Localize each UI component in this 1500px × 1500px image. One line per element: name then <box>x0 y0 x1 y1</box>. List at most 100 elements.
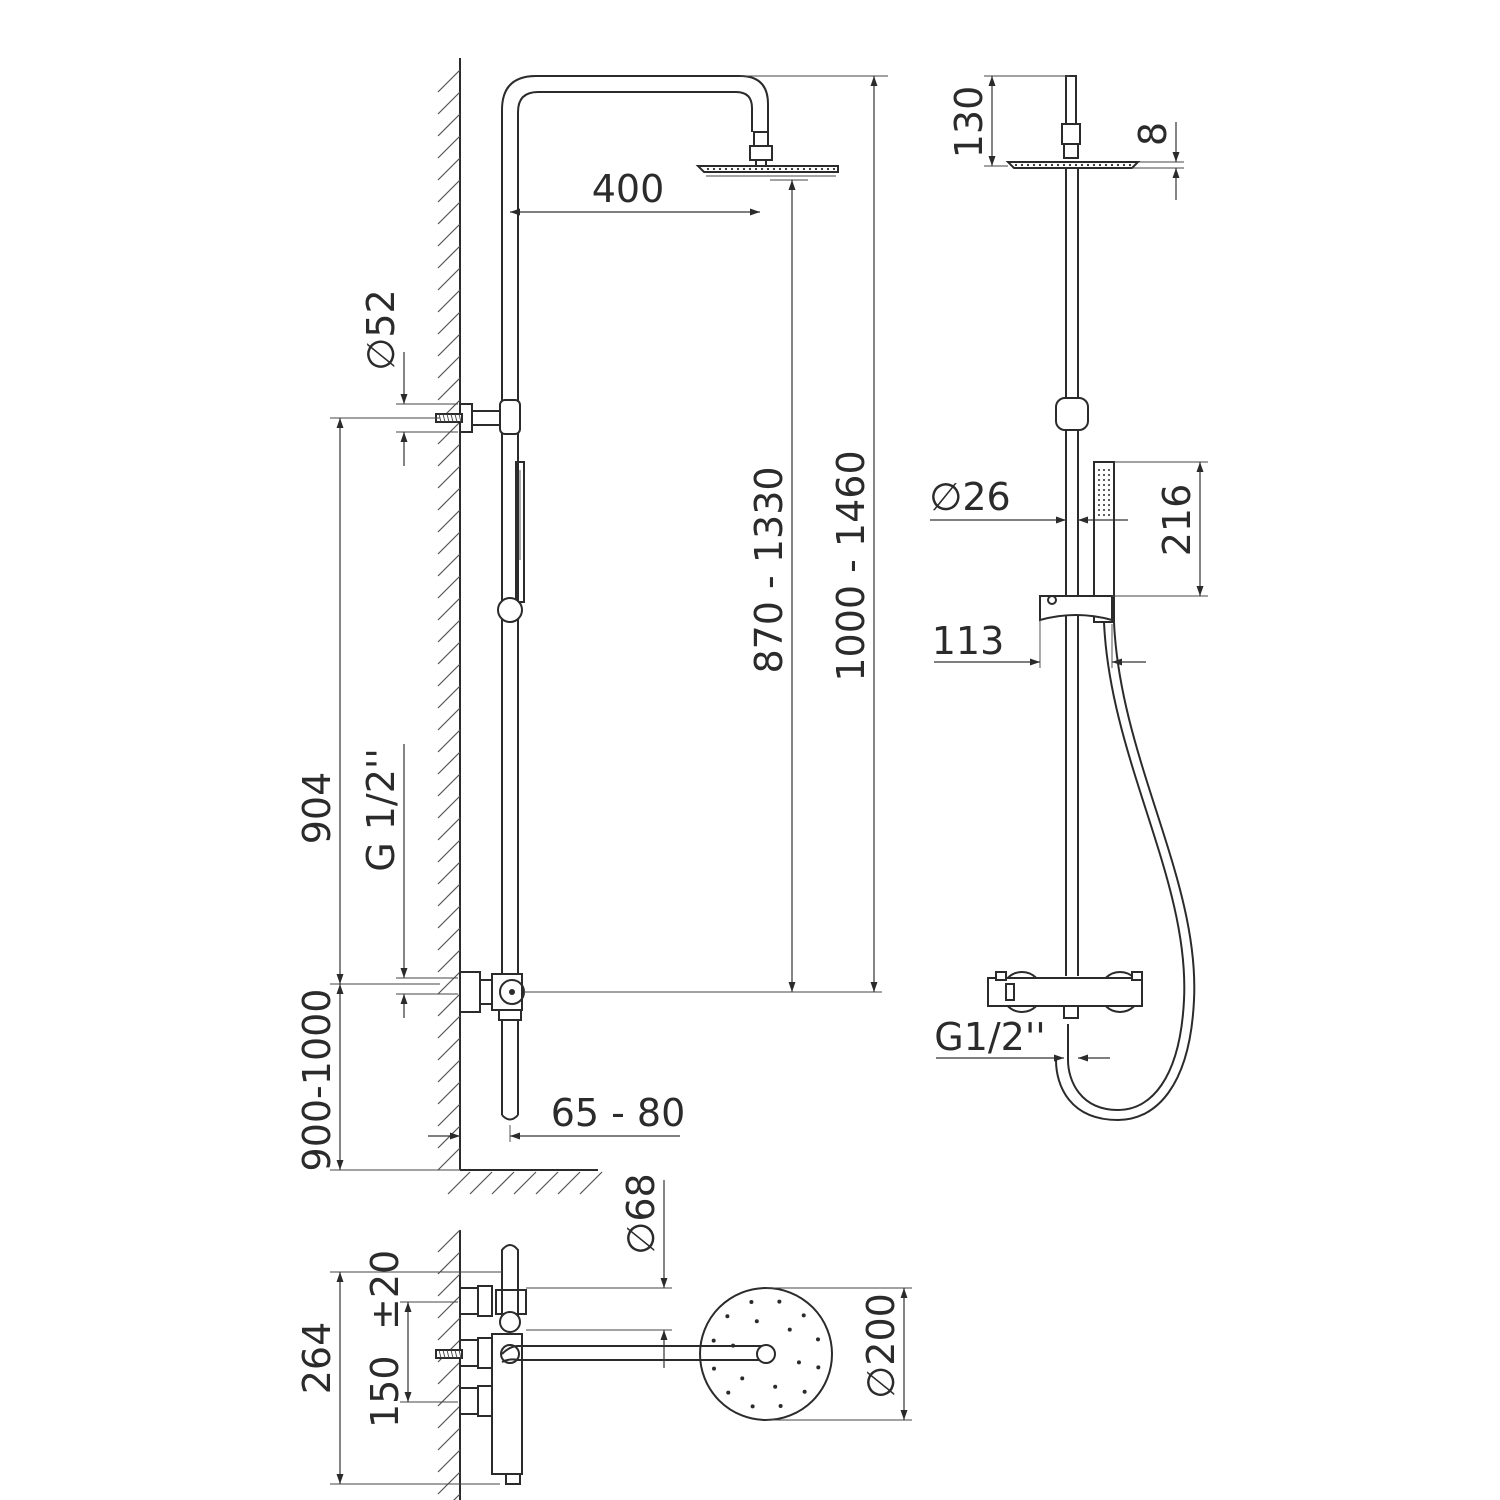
screw-thread <box>454 1349 458 1359</box>
hand-shower-nozzle <box>1108 514 1110 516</box>
nozzle <box>1110 163 1114 167</box>
nozzle <box>754 1319 759 1324</box>
rain-shower-head <box>695 165 839 177</box>
nozzle <box>808 167 812 171</box>
dim-mount-spacing: 904 <box>295 417 440 985</box>
wall-hatch-line <box>437 1449 461 1473</box>
dim-thread-side: G 1/2'' <box>359 744 458 1018</box>
nozzle <box>832 167 836 171</box>
nozzle <box>1128 163 1132 167</box>
nozzle <box>1068 163 1072 167</box>
wall-hatch-line <box>437 1317 461 1341</box>
front-hose <box>1055 621 1196 1122</box>
hand-shower-nozzle <box>1103 494 1105 496</box>
nozzle <box>754 167 758 171</box>
nozzle <box>1074 163 1078 167</box>
wall-hatch-line <box>437 1383 461 1407</box>
floor-hatch-line <box>557 1171 581 1195</box>
floor-hatch-line <box>513 1171 537 1195</box>
wall-hatch-line <box>437 641 461 665</box>
screw-thread <box>454 413 458 423</box>
nozzle <box>777 1299 782 1304</box>
wall-hatch-line <box>437 1081 461 1105</box>
nozzle <box>815 1337 820 1342</box>
hand-shower-nozzle <box>1108 484 1110 486</box>
wall-hatch-line <box>437 245 461 269</box>
hand-shower-nozzle <box>1108 469 1110 471</box>
dim-head-dia: ∅200 <box>766 1287 912 1421</box>
nozzle <box>1062 163 1066 167</box>
dim-inlet-spacing-label: 150 <box>363 1355 407 1428</box>
dim-holder-width: 113 <box>932 619 1146 668</box>
wall-hatch-line <box>437 487 461 511</box>
thermostatic-mixer-front <box>987 971 1143 1019</box>
nozzle <box>1020 163 1024 167</box>
dim-overall-depth-label: 264 <box>295 1322 339 1395</box>
hand-shower-nozzle <box>1103 499 1105 501</box>
nozzle <box>766 167 770 171</box>
wall-hatch-line <box>437 355 461 379</box>
wall-hatch-line <box>437 157 461 181</box>
nozzle <box>748 167 752 171</box>
nozzle <box>772 167 776 171</box>
wall-hatch-line <box>437 773 461 797</box>
mixer-side <box>459 971 525 1021</box>
nozzle <box>1104 163 1108 167</box>
wall-hatch-line <box>437 1015 461 1039</box>
screw-thread <box>458 413 462 423</box>
top-view: ∅68 264 150 ±20 ∅200 <box>295 1173 912 1500</box>
dim-rail-dia-label: ∅26 <box>929 475 1010 519</box>
dim-head-offset: 400 <box>510 167 760 216</box>
wall-hatch-line <box>437 1037 461 1061</box>
screw-thread <box>446 1349 450 1359</box>
nozzle <box>731 1343 736 1348</box>
wall-hatch-line <box>437 1405 461 1429</box>
wall-hatch-line <box>437 421 461 445</box>
nozzle <box>750 1404 755 1409</box>
nozzle <box>820 167 824 171</box>
hand-shower-nozzle <box>1098 494 1100 496</box>
screw-thread <box>450 413 454 423</box>
wall-hatch-line <box>437 905 461 929</box>
hand-shower-nozzle <box>1098 509 1100 511</box>
hand-shower-nozzle <box>1108 504 1110 506</box>
hand-shower-nozzle <box>1103 504 1105 506</box>
nozzle <box>711 1338 716 1343</box>
wall-hatch-line <box>437 1361 461 1385</box>
dim-head-dia-label: ∅200 <box>859 1293 903 1399</box>
nozzle <box>724 167 728 171</box>
hand-shower-nozzle <box>1098 514 1100 516</box>
hand-shower-nozzle <box>1103 509 1105 511</box>
nozzle <box>718 167 722 171</box>
wall-hatch-line <box>437 333 461 357</box>
nozzle <box>778 1403 783 1408</box>
nozzle <box>790 167 794 171</box>
nozzle <box>760 167 764 171</box>
hand-shower-nozzle <box>1103 489 1105 491</box>
dim-mixer-height: 900-1000 <box>295 984 460 1171</box>
wall-hatch-line <box>437 861 461 885</box>
wall-hatch-line <box>437 179 461 203</box>
dim-hand-shower-length-label: 216 <box>1155 484 1199 557</box>
nozzle <box>1038 163 1042 167</box>
nozzle <box>749 1300 754 1305</box>
nozzle <box>1086 163 1090 167</box>
wall-hatch-line <box>437 927 461 951</box>
dim-rail-dia: ∅26 <box>929 475 1128 524</box>
dim-wall-flange-label: ∅52 <box>359 289 403 370</box>
wall-hatch-line <box>437 1229 461 1253</box>
dim-overall-depth: 264 <box>295 1271 502 1485</box>
nozzle <box>1092 163 1096 167</box>
dim-wall-distance: 65 - 80 <box>428 1091 685 1142</box>
dim-head-height-range: 870 - 1330 <box>747 179 808 992</box>
wall-hatch-line <box>437 201 461 225</box>
screw-thread <box>450 1349 454 1359</box>
dim-inlet-tolerance-label: ±20 <box>363 1250 407 1330</box>
dim-arm-drop-label: 130 <box>947 86 991 159</box>
side-view: 400 870 - 1330 1000 - 1460 ∅52 <box>295 58 888 1195</box>
screw-thread <box>446 413 450 423</box>
wall-hatch-line <box>437 311 461 335</box>
riser-pipe <box>501 75 769 1121</box>
wall-hatch-line <box>437 1147 461 1171</box>
